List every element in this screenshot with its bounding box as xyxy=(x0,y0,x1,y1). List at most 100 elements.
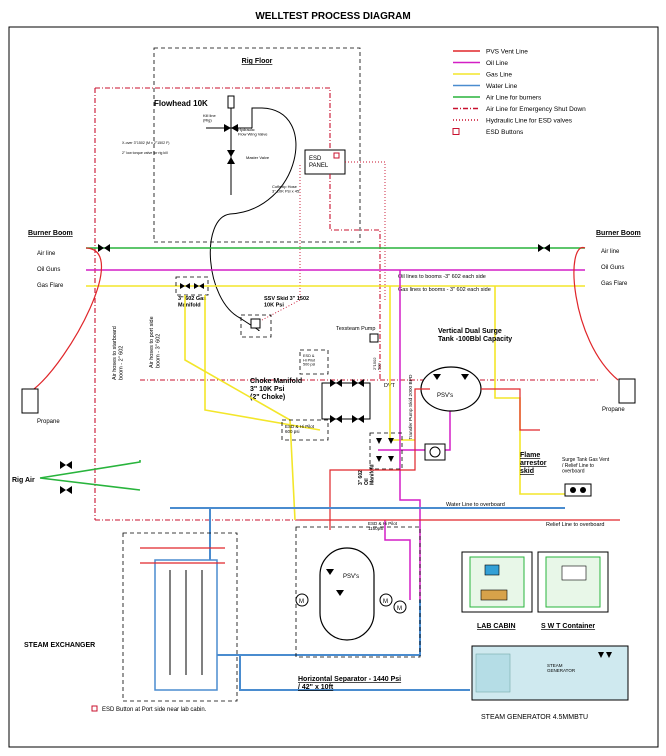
rig-air-label: Rig Air xyxy=(12,477,35,484)
kill-line-label: Kill line(Rig) xyxy=(203,113,216,123)
water-meter-icon xyxy=(393,600,407,614)
oil-manifold-label: 3" 602OilManifold xyxy=(358,464,376,485)
surge-tank-psv-label: PSV's xyxy=(437,393,453,399)
psv-icon xyxy=(433,374,441,380)
left-air-valve-icon[interactable] xyxy=(98,244,110,252)
ssv-skid-box xyxy=(240,314,272,338)
flowhead-tree xyxy=(206,95,262,195)
esd-button-icon[interactable] xyxy=(333,152,340,159)
separator-title: Horizontal Separator - 1440 Psi/ 42" x 1… xyxy=(298,676,401,691)
psv-icon xyxy=(461,374,469,380)
water-line-separator xyxy=(209,508,421,656)
left-air-line-label: Air line xyxy=(37,251,56,257)
rig-air-valve-icon[interactable] xyxy=(60,461,72,469)
gas-manifold-box xyxy=(175,276,209,296)
steam-generator-label: STEAM GENERATOR 4.5MMBTU xyxy=(481,714,588,721)
oil-meter-icon xyxy=(379,593,393,607)
separator-area xyxy=(295,526,421,658)
torque-valve-note: 2" low torque valve for rig kill xyxy=(122,151,168,155)
rig-air-valve-icon[interactable] xyxy=(60,486,72,494)
oil-meter-label: M xyxy=(383,599,388,605)
steam-exchanger-label: STEAM EXCHANGER xyxy=(24,642,95,649)
coflexip-hose xyxy=(209,107,297,331)
legend-label: Air Line for burners xyxy=(486,95,542,102)
ssv-actuator-icon xyxy=(250,318,261,329)
right-gas-flare-label: Gas Flare xyxy=(601,281,628,287)
right-pvs-vent-line xyxy=(573,247,619,381)
esd-button-note: ESD Button at Port side near lab cabin. xyxy=(102,707,207,713)
legend-label: Hydraulic Line for ESD valves xyxy=(486,118,573,125)
surge-tank-relief xyxy=(481,388,540,431)
diagram-frame xyxy=(8,26,659,748)
oil-manifold-valve-icon[interactable] xyxy=(376,438,382,444)
choke-valve-icon[interactable] xyxy=(330,415,342,423)
legend-label: ESD Buttons xyxy=(486,129,524,136)
oil-manifold-box xyxy=(369,432,403,470)
master-valve-icon xyxy=(227,150,235,157)
left-oil-guns-label: Oil Guns xyxy=(37,267,60,273)
choke-valve-icon[interactable] xyxy=(352,415,364,423)
choke-valve-icon[interactable] xyxy=(330,379,342,387)
choke-valve-icon[interactable] xyxy=(352,379,364,387)
rig-air-line xyxy=(39,460,141,491)
legend-swatch xyxy=(452,128,460,135)
right-air-line-label: Air line xyxy=(601,249,620,255)
oil-manifold-valve-icon[interactable] xyxy=(388,456,394,462)
steam-generator-valve-icon[interactable] xyxy=(598,652,604,658)
horizontal-separator-vessel xyxy=(319,547,375,641)
flame-arrestor-skid xyxy=(564,483,592,497)
rig-floor-area xyxy=(153,47,361,243)
diagram-title: WELLTEST PROCESS DIAGRAM xyxy=(255,11,410,22)
left-pvs-vent-line xyxy=(33,247,103,390)
choke-manifold-body xyxy=(321,382,371,420)
right-burner-boom-title: Burner Boom xyxy=(596,230,641,237)
water-line-to-generator xyxy=(239,655,470,691)
legend-label: Water Line xyxy=(486,83,518,90)
legend-label: Air Line for Emergency Shut Down xyxy=(486,106,586,113)
oil-manifold-valve-icon[interactable] xyxy=(388,438,394,444)
esd-hi-pilot-mid-box xyxy=(281,419,329,441)
relief-line-label: Relief Line to overboard xyxy=(546,522,604,528)
separator-psv-label: PSV's xyxy=(343,574,359,580)
gas-meter-label: M xyxy=(299,599,304,605)
xover-note: X-over 3"1502 (M x 2"1502 F) xyxy=(122,141,170,145)
legend-label: PVS Vent Line xyxy=(486,49,528,56)
esd-air-line xyxy=(94,87,600,521)
left-propane-tank xyxy=(21,388,39,414)
oil-manifold-valve-icon[interactable] xyxy=(376,456,382,462)
pvs-vent-line xyxy=(329,388,430,530)
oil-line-separator xyxy=(384,520,411,600)
texsteam-pump-icon xyxy=(369,333,379,343)
flowhead-label: Flowhead 10K xyxy=(154,99,208,108)
gas-manifold-valve-icon[interactable] xyxy=(180,283,190,289)
oil-lines-note: Oil lines to booms -3" 602 each side xyxy=(398,274,486,280)
legend-label: Oil Line xyxy=(486,60,508,67)
right-air-valve-icon[interactable] xyxy=(538,244,550,252)
gas-line-to-separator xyxy=(184,295,296,521)
air-hoses-port-label: Air hoses to port sideboom - 3" 602 xyxy=(149,316,161,368)
water-line-label: Water Line to overboard xyxy=(446,502,505,508)
master-valve-label: Master Valve xyxy=(246,155,270,160)
steam-generator-valve-icon[interactable] xyxy=(606,652,612,658)
air-hoses-starboard-label: Air hoses to starboardboom - 2" 602 xyxy=(112,326,124,380)
hydraulic-esd-line xyxy=(261,161,386,321)
esd-button-icon[interactable] xyxy=(91,705,98,712)
rig-floor-title: Rig Floor xyxy=(242,58,273,65)
esd-hi-pilot-top-box xyxy=(299,349,329,375)
wing-valve-icon xyxy=(231,124,238,132)
gas-manifold-valve-icon[interactable] xyxy=(194,283,204,289)
